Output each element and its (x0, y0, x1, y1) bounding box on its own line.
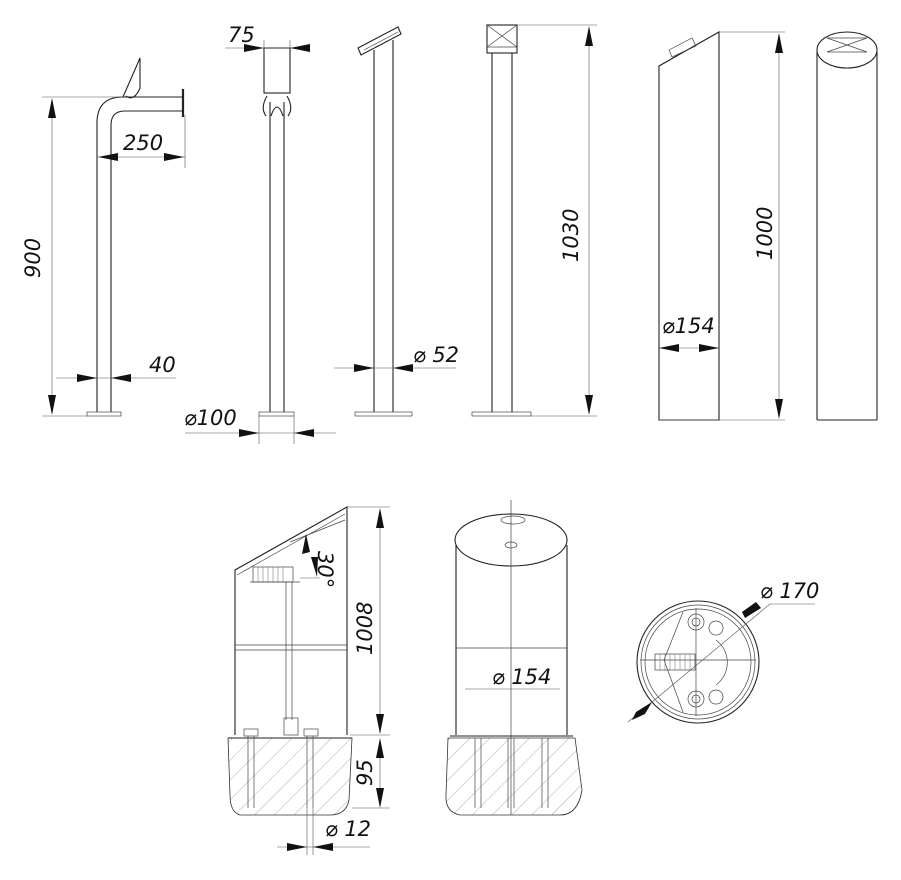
view-bent-pole-side (42, 57, 186, 417)
dim-1000: 1000 (753, 207, 777, 260)
dim-900: 900 (21, 238, 45, 278)
dimension-labels: 900 250 40 75 ⌀100 ⌀ 52 1030 ⌀154 1000 3… (21, 23, 819, 841)
dim-154-side: ⌀154 (662, 314, 715, 338)
dim-52: ⌀ 52 (413, 343, 459, 367)
dim-154-front: ⌀ 154 (492, 665, 551, 689)
view-section-detail (227, 506, 390, 855)
dim-30deg: 30° (313, 551, 337, 588)
dim-1008: 1008 (353, 602, 377, 655)
dim-100: ⌀100 (184, 406, 237, 430)
view-top (627, 600, 815, 724)
view-column-front (816, 31, 878, 421)
view-column-side (658, 31, 785, 421)
dim-250: 250 (123, 131, 163, 155)
dim-1030: 1030 (559, 209, 583, 262)
dim-40: 40 (149, 353, 176, 377)
dim-170: ⌀ 170 (760, 579, 819, 603)
dim-95: 95 (353, 759, 377, 786)
view-column-install (445, 500, 583, 816)
dim-75: 75 (228, 23, 255, 47)
view-angled-pole (334, 26, 456, 417)
view-bent-pole-front (185, 40, 336, 444)
view-straight-pole (471, 24, 597, 417)
dim-12: ⌀ 12 (325, 817, 371, 841)
